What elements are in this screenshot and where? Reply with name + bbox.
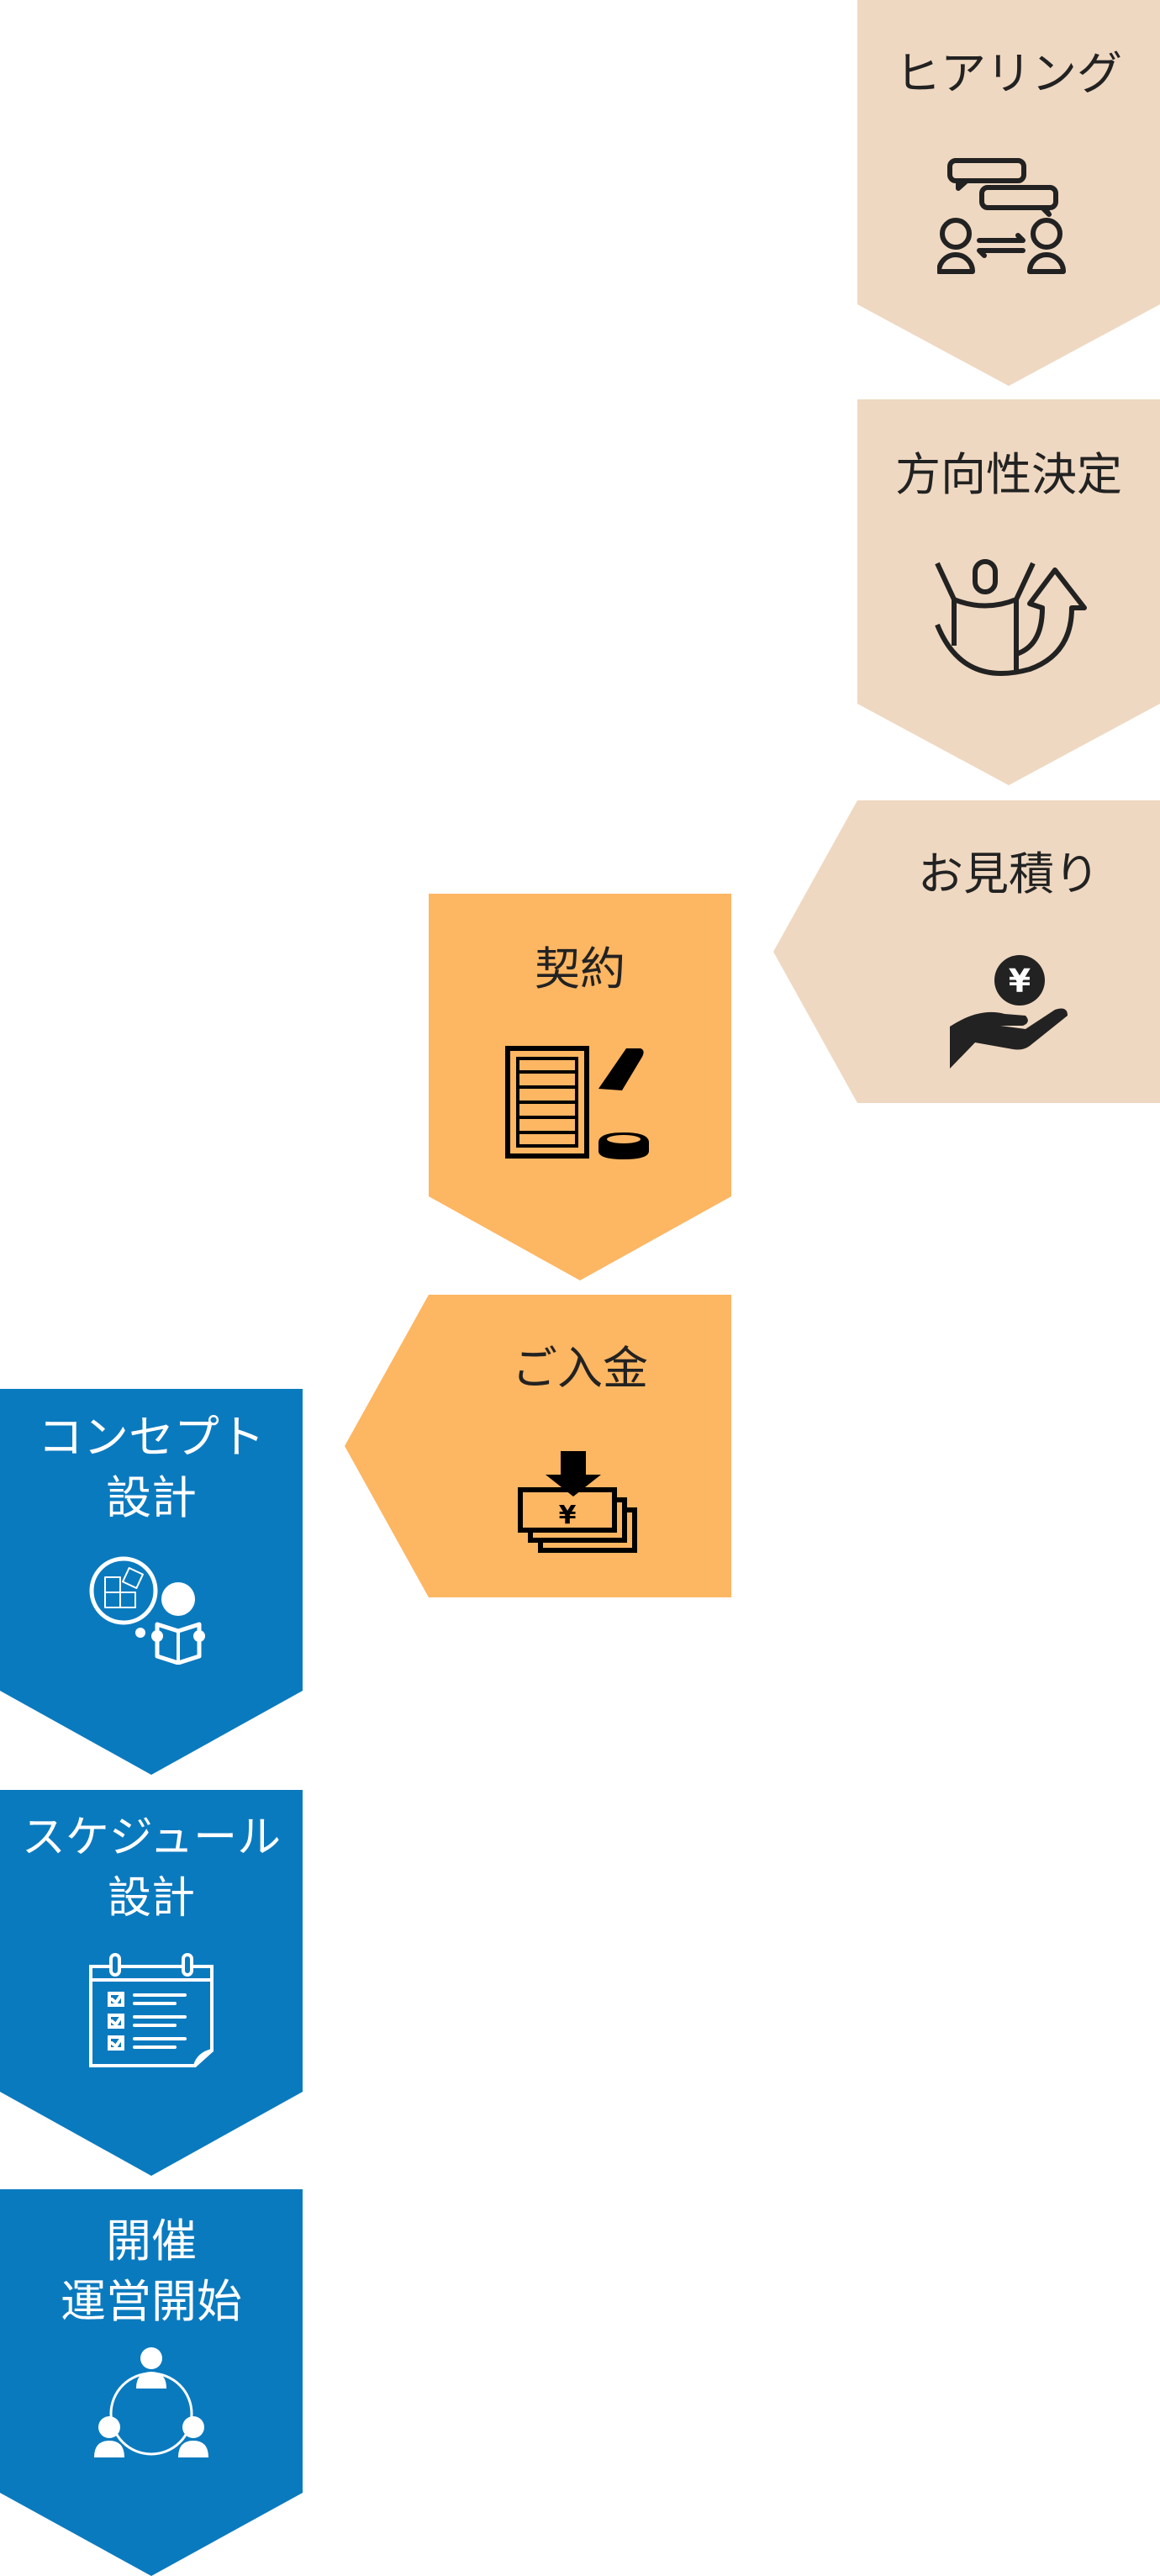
- step-3-shape: [773, 800, 1160, 1103]
- direction-arrow-person-icon: [935, 559, 1087, 676]
- step-8-label: 開催運営開始: [0, 2211, 303, 2332]
- step-label-line: ヒアリング: [895, 47, 1122, 100]
- step-label-line: 運営開始: [61, 2275, 242, 2328]
- step-1-label: ヒアリング: [857, 44, 1160, 104]
- step-2-label: 方向性決定: [857, 445, 1160, 505]
- step-label-line: お見積り: [918, 847, 1099, 900]
- svg-text:¥: ¥: [1009, 963, 1031, 1000]
- contract-stamp-icon: [505, 1046, 649, 1159]
- schedule-calendar-icon: [89, 1953, 214, 2067]
- hand-yen-coin-icon: ¥: [950, 955, 1068, 1069]
- step-7-label: スケジュール設計: [0, 1808, 303, 1929]
- step-label-line: 契約: [535, 942, 625, 995]
- conversation-icon: [937, 158, 1066, 274]
- step-4-label: 契約: [429, 939, 731, 1000]
- step-6-label: コンセプト設計: [0, 1407, 303, 1528]
- yen-deposit-icon: ¥: [518, 1451, 637, 1553]
- step-label-line: 設計: [106, 1471, 197, 1524]
- svg-text:¥: ¥: [559, 1501, 577, 1530]
- step-2-shape: [857, 399, 1160, 785]
- step-label-line: 方向性決定: [895, 448, 1122, 501]
- step-5-label: ご入金: [429, 1338, 731, 1399]
- step-label-line: コンセプト: [38, 1411, 265, 1464]
- step-7-shape: [0, 1790, 303, 2176]
- step-label-line: 開催: [106, 2214, 197, 2267]
- step-4-shape: [429, 894, 731, 1280]
- team-cycle-icon: [94, 2347, 208, 2457]
- step-label-line: スケジュール: [21, 1813, 282, 1863]
- step-6-shape: [0, 1389, 303, 1775]
- step-label-line: 設計: [107, 1873, 195, 1924]
- concept-thinking-icon: [89, 1556, 205, 1665]
- step-3-label: お見積り: [857, 844, 1160, 905]
- step-label-line: ご入金: [512, 1342, 648, 1395]
- step-1-shape: [857, 0, 1160, 386]
